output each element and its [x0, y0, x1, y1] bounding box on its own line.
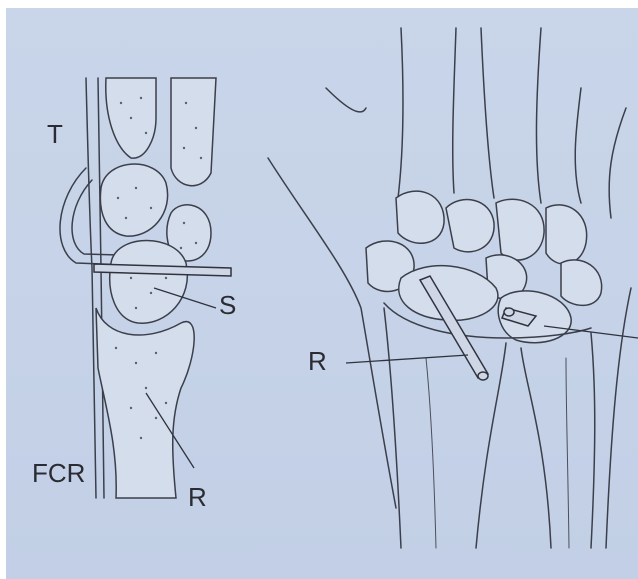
sagittal-section-drawing	[60, 78, 231, 498]
label-tendon: T	[47, 119, 63, 149]
triquetrum-bone	[546, 205, 587, 264]
metacarpal-line-4	[536, 28, 541, 203]
metacarpal-line-1	[398, 28, 403, 198]
dorsal-view-drawing	[268, 28, 638, 548]
metacarpal-line-6	[609, 108, 626, 218]
pisiform-bone	[561, 260, 602, 306]
radius-shaft-left	[384, 308, 401, 548]
label-radius-right: R	[308, 346, 327, 376]
metacarpal-line-2	[453, 28, 456, 193]
radius-contour	[426, 358, 436, 548]
scaphoid-bone	[110, 241, 188, 324]
hamate-bone	[496, 199, 544, 260]
trapezoid-bone	[396, 191, 444, 243]
trapezium-bone	[100, 164, 167, 236]
radius-leader-right	[346, 355, 468, 363]
label-scaphoid: S	[219, 290, 236, 320]
illustration-paper: T S FCR R R	[6, 8, 638, 579]
label-radius-left: R	[188, 482, 207, 512]
ulna-contour	[566, 358, 569, 548]
label-flexor-carpi-radialis: FCR	[32, 458, 85, 488]
ulna-shaft-right	[591, 333, 595, 548]
skin-outline-right	[606, 288, 631, 548]
skin-crease	[326, 88, 366, 112]
ulna-shaft-left	[521, 348, 551, 548]
radius-bone-left	[96, 308, 194, 498]
wrist-illustration: T S FCR R R	[6, 8, 638, 579]
pin-tip-2	[504, 308, 514, 316]
capitate-bone	[171, 78, 216, 186]
pin-tip-1	[478, 372, 488, 380]
metacarpal-line-3	[481, 28, 494, 198]
tendon-line-inner	[98, 78, 104, 498]
metacarpal-line-5	[575, 88, 581, 203]
tendon-line-outer	[86, 78, 96, 498]
capitate-bone-right	[446, 200, 494, 252]
skin-outline-left	[268, 158, 396, 508]
